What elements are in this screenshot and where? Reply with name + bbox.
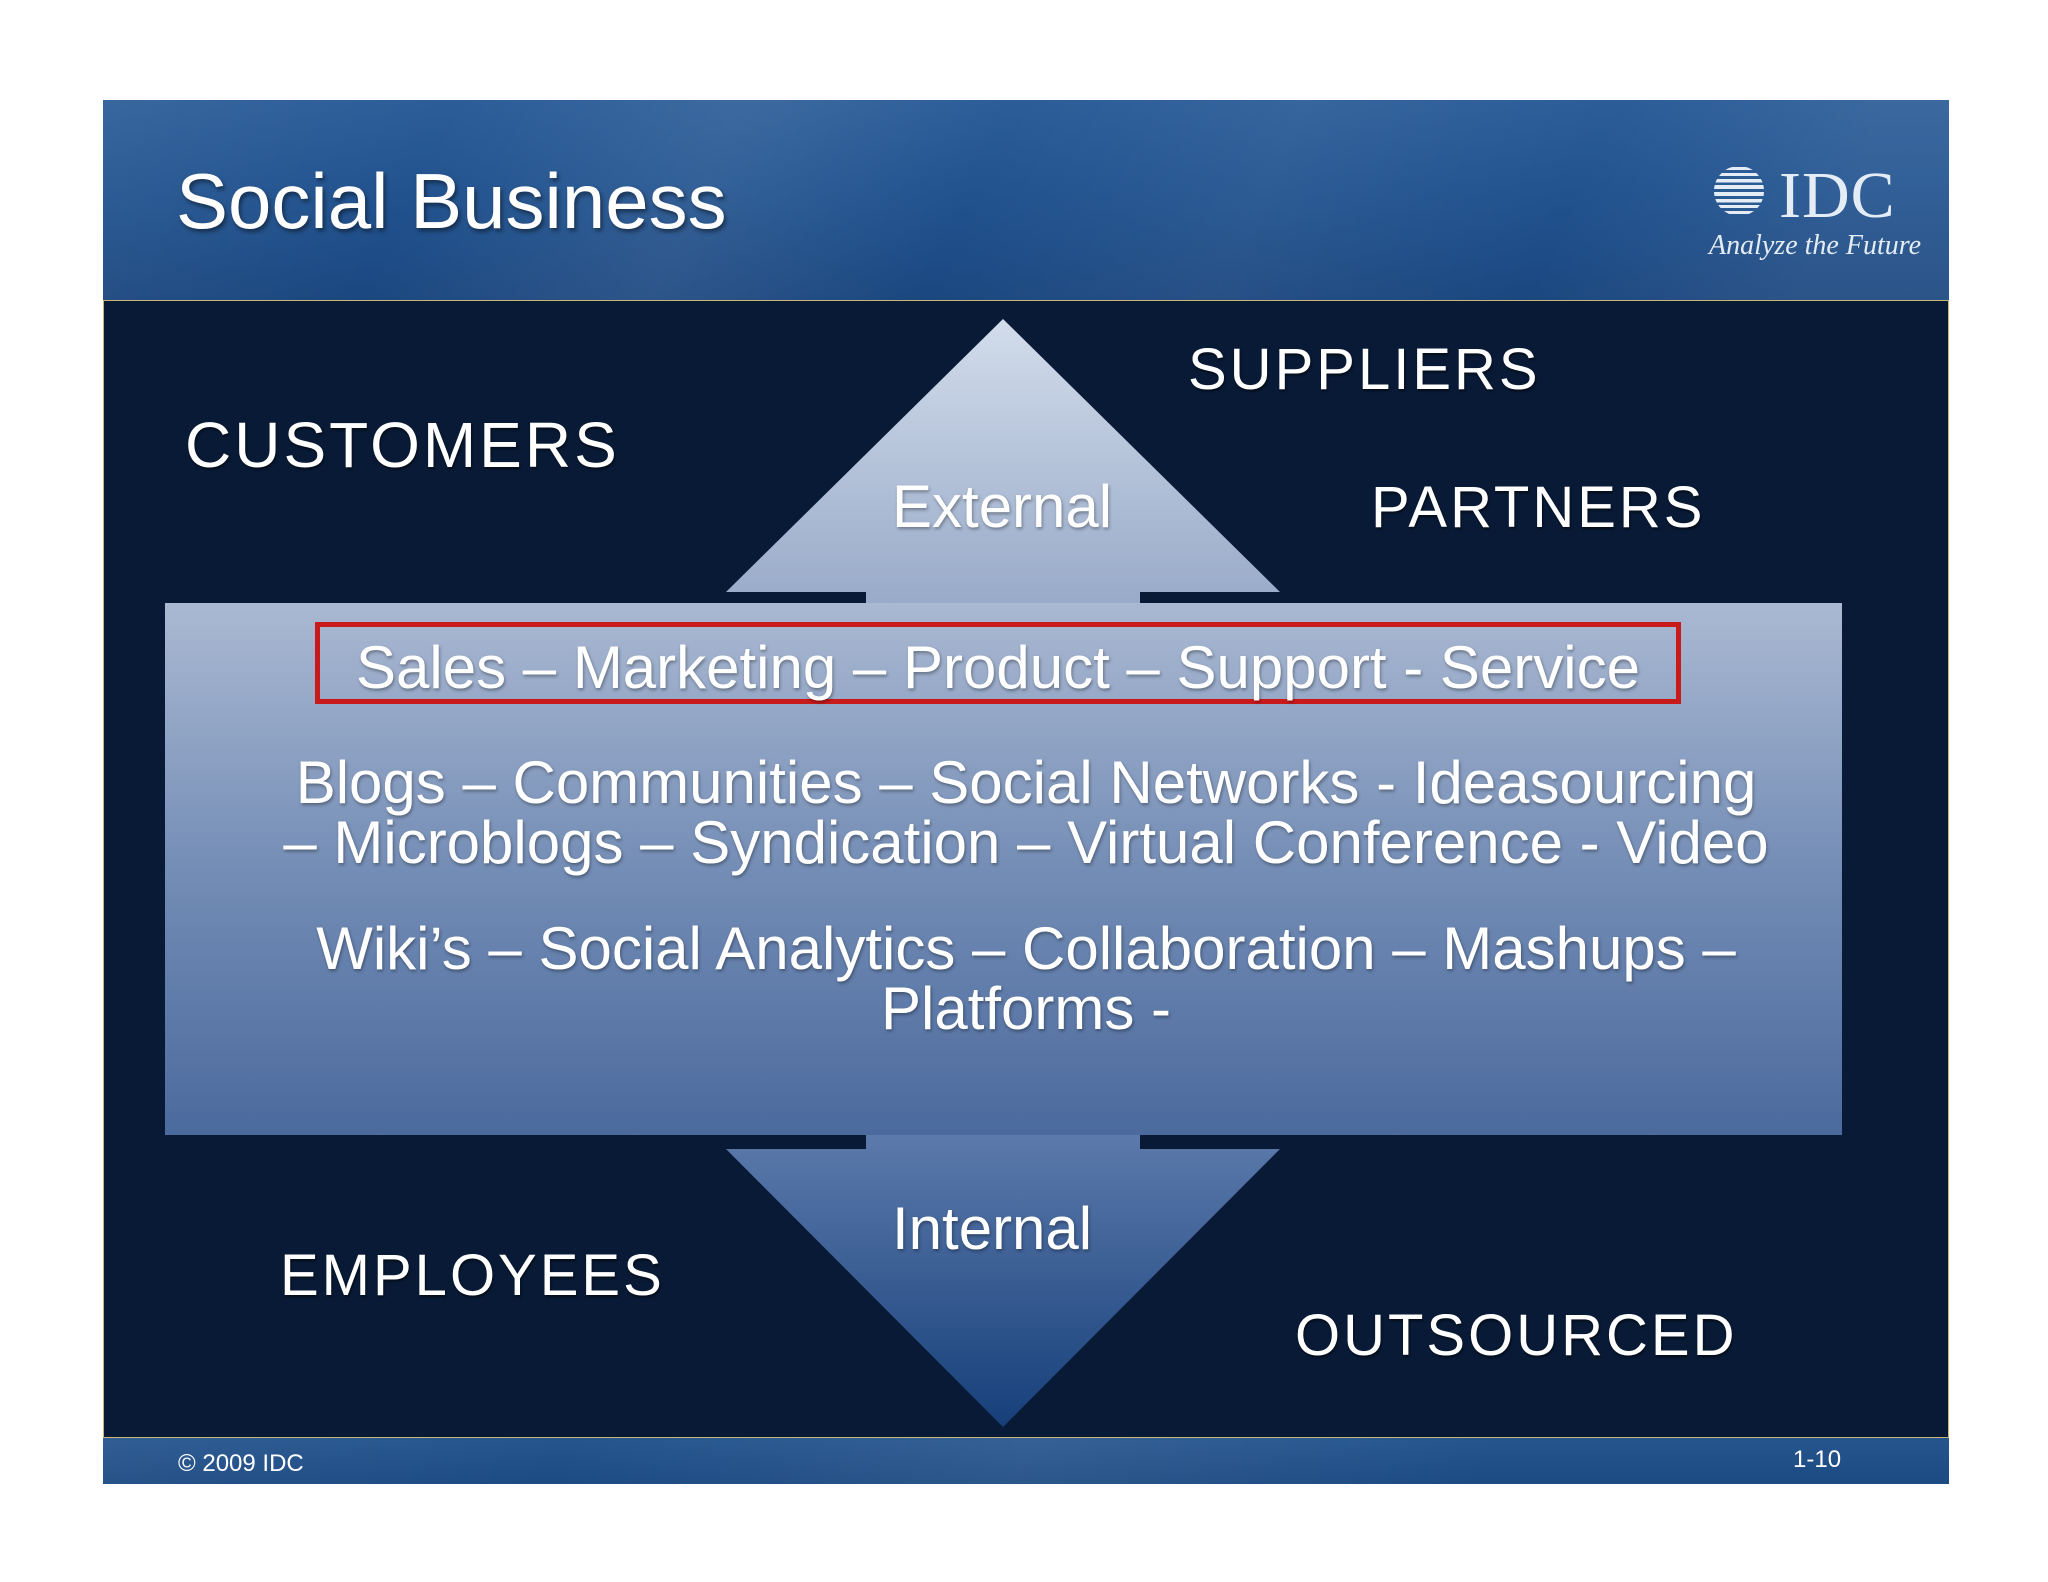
- logo-tagline: Analyze the Future: [1709, 230, 1922, 261]
- footer-copyright: © 2009 IDC: [178, 1450, 304, 1477]
- label-external: External: [892, 473, 1113, 540]
- header-band: Social Business IDC Analyze the Fu: [103, 100, 1949, 300]
- slide-title: Social Business: [176, 157, 727, 245]
- label-suppliers: SUPPLIERS: [1188, 337, 1541, 402]
- social-tools-line-2: – Microblogs – Syndication – Virtual Con…: [283, 809, 1769, 876]
- slide: Social Business IDC Analyze the Fu: [103, 100, 1949, 1484]
- business-functions-highlight: Sales – Marketing – Product – Support - …: [315, 622, 1681, 704]
- external-arrow-head: [726, 319, 1280, 606]
- central-box: [165, 603, 1842, 1135]
- logo-wordmark: IDC: [1779, 159, 1896, 232]
- footer-page-number: 1-10: [1793, 1446, 1842, 1473]
- globe-icon: [1714, 167, 1764, 214]
- footer-band: © 2009 IDC 1-10: [103, 1438, 1949, 1484]
- label-customers: CUSTOMERS: [185, 409, 620, 481]
- social-tools-line-3: Wiki’s – Social Analytics – Collaboratio…: [316, 915, 1736, 982]
- double-arrow-shape: [165, 319, 1842, 1427]
- diagram-area: [103, 300, 1949, 1438]
- idc-logo: IDC Analyze the Future: [1703, 159, 1923, 264]
- label-outsourced: OUTSOURCED: [1295, 1303, 1738, 1368]
- social-tools-line-4: Platforms -: [880, 975, 1172, 1042]
- label-partners: PARTNERS: [1371, 475, 1706, 540]
- business-functions-text: Sales – Marketing – Product – Support - …: [356, 634, 1640, 701]
- internal-arrow-head: [726, 1135, 1280, 1427]
- label-internal: Internal: [892, 1195, 1093, 1262]
- label-employees: EMPLOYEES: [280, 1243, 665, 1308]
- social-tools-line-1: Blogs – Communities – Social Networks - …: [295, 749, 1757, 816]
